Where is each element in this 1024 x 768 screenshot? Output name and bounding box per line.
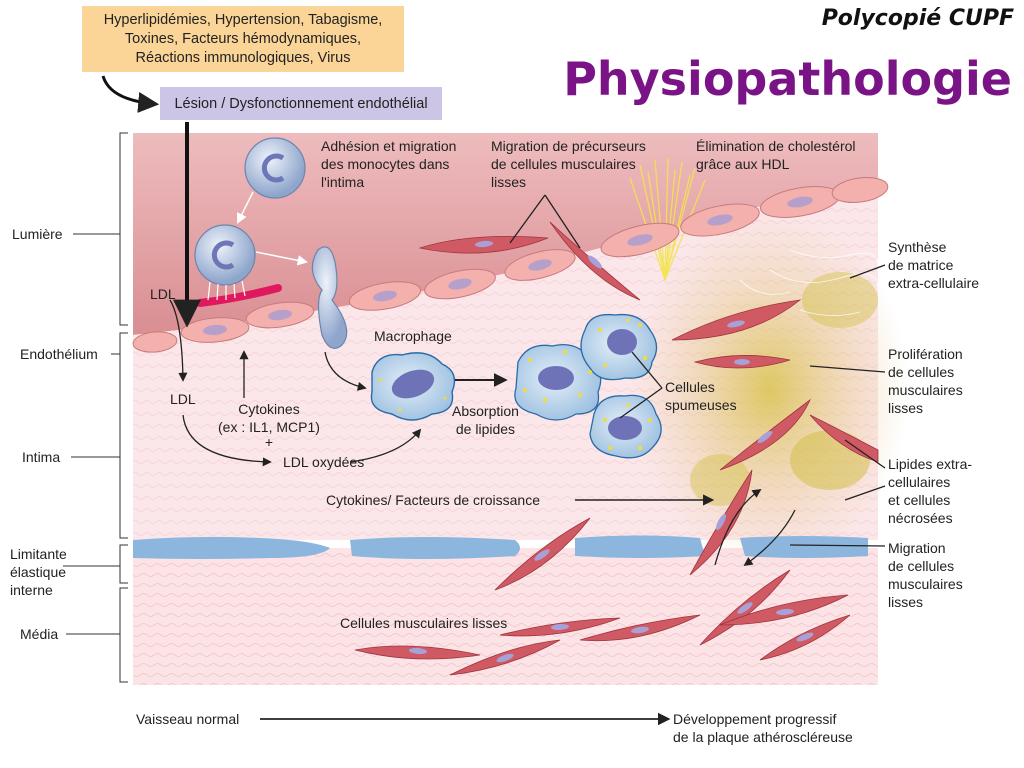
foam-cell-3 — [589, 394, 662, 459]
monocyte-adhering — [194, 224, 256, 301]
macrophage-cell — [370, 352, 456, 421]
page-title: Physiopathologie — [563, 52, 1012, 106]
layer-label-limitante: Limitante élastique interne — [10, 546, 67, 598]
foam-cell-2 — [580, 313, 658, 381]
foam-cell-1 — [514, 343, 602, 421]
risk-factors-box: Hyperlipidémies, Hypertension, Tabagisme… — [82, 6, 404, 72]
monocyte-lumen — [244, 137, 306, 199]
layer-label-intima: Intima — [22, 449, 61, 465]
label-cytokines: Cytokines(ex : IL1, MCP1)+ — [218, 401, 320, 450]
elastic-lamina — [133, 535, 868, 559]
label-macrophage: Macrophage — [374, 328, 452, 344]
layer-label-lumiere: Lumière — [12, 226, 63, 242]
label-smooth-muscle-cells: Cellules musculaires lisses — [340, 615, 508, 631]
monocyte-transmigrating — [311, 246, 348, 349]
adhesion-molecule — [196, 284, 282, 307]
label-growth-factors: Cytokines/ Facteurs de croissance — [326, 492, 540, 508]
lipid-droplets — [378, 318, 652, 451]
label-ldl-intima: LDL — [170, 391, 196, 407]
endothelial-cells — [132, 176, 889, 353]
risk-factors-line: Hyperlipidémies, Hypertension, Tabagisme… — [103, 11, 383, 28]
timeline-start: Vaisseau normal — [136, 711, 240, 727]
lesion-arrow — [101, 75, 160, 113]
layer-brackets — [63, 132, 128, 683]
label-ldl-lumen: LDL — [150, 286, 176, 302]
risk-factors-line: Toxines, Facteurs hémodynamiques, — [124, 30, 362, 47]
layer-label-endothelium: Endothélium — [20, 346, 98, 362]
brand-label: Polycopié CUPF — [821, 6, 1014, 31]
lesion-box: Lésion / Dysfonctionnement endothélial — [160, 87, 442, 120]
layer-label-media: Média — [20, 626, 59, 642]
risk-factors-line: Réactions immunologiques, Virus — [135, 49, 351, 66]
extracellular-matrix — [739, 249, 879, 316]
label-ldl-oxidized: LDL oxydées — [283, 454, 365, 470]
